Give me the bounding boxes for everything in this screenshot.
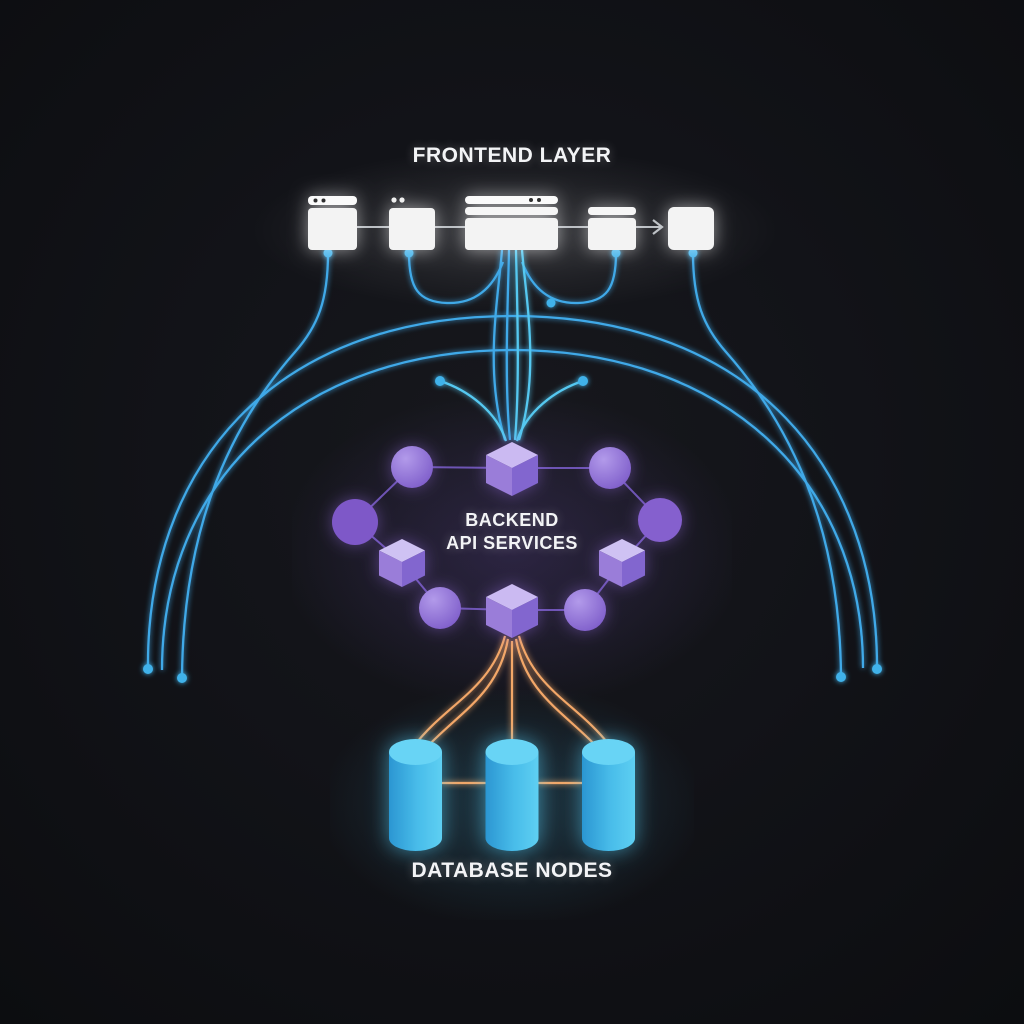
window-dot-icon [391, 197, 397, 203]
backend-to-database-flows [413, 635, 611, 785]
cylinder-body [485, 752, 539, 851]
database-layer-nodes [389, 739, 635, 851]
connection-dot [143, 664, 153, 674]
connection-dot [546, 298, 556, 308]
flow-window3-line-4 [517, 249, 532, 441]
cube-right-face [512, 455, 538, 496]
cube-right-face [622, 550, 645, 587]
cube-left-face [486, 597, 512, 638]
connection-dot [611, 248, 621, 258]
flow-window3-line-3 [513, 249, 519, 441]
backend-layer-nodes [332, 442, 682, 638]
backend-label-line1: BACKEND [465, 510, 559, 530]
connection-dot [872, 664, 882, 674]
cylinder-top [389, 739, 442, 765]
frontend-to-backend-flows [146, 249, 879, 679]
window-dot-icon [399, 197, 405, 203]
flow-window3-line-2 [505, 249, 512, 441]
browser-window-4 [588, 207, 636, 250]
frontend-layer-label: FRONTEND LAYER [412, 144, 612, 167]
cylinder-top [582, 739, 635, 765]
db-flow-line [517, 635, 611, 747]
backend-label-line2: API SERVICES [446, 533, 578, 553]
window-body [588, 218, 636, 250]
flow-branch-left [439, 379, 508, 442]
backend-node-circle-top-left [391, 446, 433, 488]
flow-window5-line [691, 252, 843, 678]
flow-arc-inner [160, 348, 865, 671]
connection-dot [578, 376, 588, 386]
backend-node-circle-left [332, 499, 378, 545]
cube-right-face [402, 550, 425, 587]
cylinder-top [485, 739, 539, 765]
window-titlebar [308, 196, 357, 205]
window-body [668, 207, 714, 250]
cube-left-face [599, 550, 622, 587]
cylinder-body [389, 752, 442, 851]
flow-endpoint-dots [143, 248, 882, 683]
connection-dot [404, 248, 414, 258]
backend-node-circle-top-right [589, 447, 631, 489]
flow-branch-right [515, 379, 584, 442]
window-dot-icon [313, 198, 318, 203]
browser-window-2 [389, 197, 435, 250]
backend-node-cube-left [379, 539, 425, 587]
database-layer-label: DATABASE NODES [411, 859, 613, 882]
connection-dot [435, 376, 445, 386]
flow-window1-line [180, 252, 330, 679]
frontend-connectors [357, 219, 664, 235]
database-cylinder-right [582, 739, 635, 851]
browser-window-5 [668, 207, 714, 250]
arrow-icon [652, 219, 664, 235]
flow-window4-ucurve [520, 252, 618, 305]
window-dot-icon [529, 198, 533, 202]
frontend-layer-nodes [308, 196, 714, 250]
window-toolbar [465, 207, 558, 215]
db-flow-line [422, 638, 510, 752]
window-titlebar [465, 196, 558, 204]
backend-node-cube-bottom [486, 584, 538, 638]
database-cylinder-center [485, 739, 539, 851]
cube-left-face [379, 550, 402, 587]
connection-dot [177, 673, 187, 683]
backend-layer-label: BACKEND API SERVICES [0, 509, 1024, 555]
cube-right-face [512, 597, 538, 638]
flow-window2-ucurve [407, 252, 505, 305]
connection-dot [323, 248, 333, 258]
window-dot-icon [537, 198, 541, 202]
connection-dot [688, 248, 698, 258]
backend-node-circle-bottom-right [564, 589, 606, 631]
cylinder-body [582, 752, 635, 851]
flow-arc-outer [146, 314, 879, 670]
db-flow-line [514, 638, 602, 752]
database-cylinder-left [389, 739, 442, 851]
window-body [389, 208, 435, 250]
browser-window-3 [465, 196, 558, 250]
window-dot-icon [321, 198, 326, 203]
cube-left-face [486, 455, 512, 496]
window-body [465, 218, 558, 250]
backend-node-cube-right [599, 539, 645, 587]
browser-window-1 [308, 196, 357, 250]
backend-node-circle-bottom-left [419, 587, 461, 629]
window-topbar [588, 207, 636, 215]
backend-node-circle-right [638, 498, 682, 542]
backend-node-cube-top [486, 442, 538, 496]
db-flow-line [413, 635, 507, 747]
connection-dot [836, 672, 846, 682]
window-body [308, 208, 357, 250]
flow-window3-line-1 [492, 249, 507, 441]
